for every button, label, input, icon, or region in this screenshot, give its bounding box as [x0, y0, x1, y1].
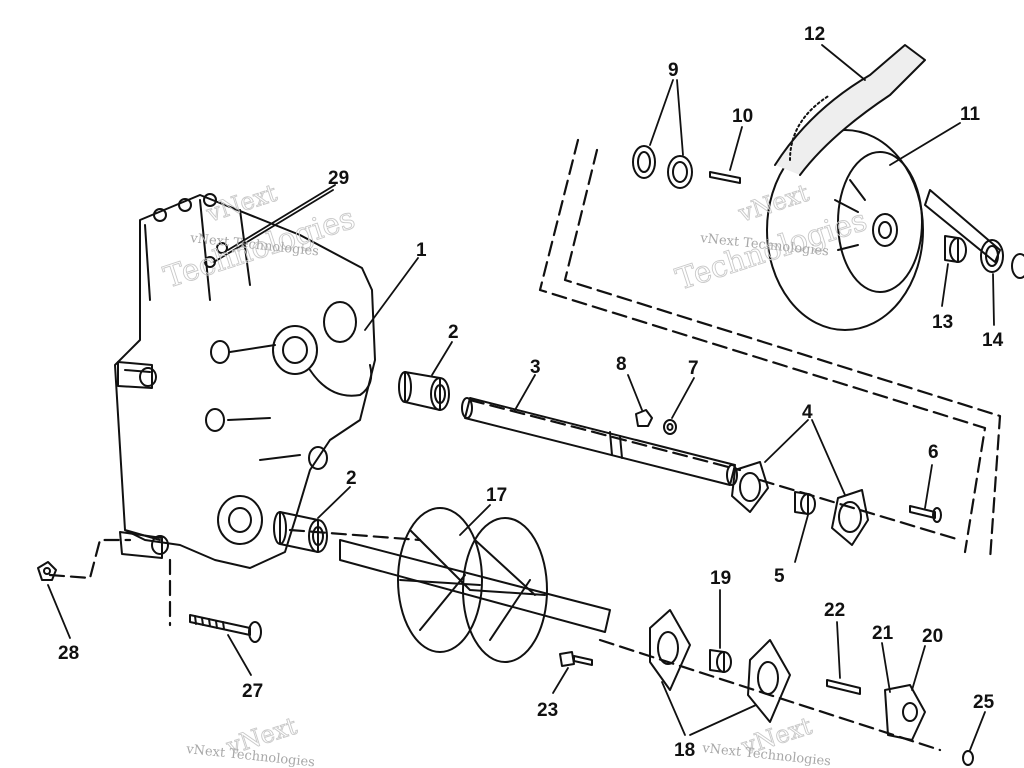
pin-part-22 — [826, 679, 861, 695]
callout-17: 17 — [486, 485, 507, 506]
flange-right-part-18 — [747, 639, 791, 723]
callout-labels: 1 2 2 3 4 5 6 7 8 9 10 11 12 13 14 17 18… — [58, 24, 1004, 761]
callout-25: 25 — [973, 692, 995, 713]
callout-3: 3 — [530, 357, 541, 378]
belt-part-12 — [774, 44, 1001, 263]
callout-20: 20 — [922, 626, 943, 647]
callout-12: 12 — [804, 24, 825, 45]
shaft-part-3 — [461, 397, 738, 486]
callout-14: 14 — [982, 330, 1004, 351]
washer-part-25 — [962, 750, 974, 766]
gearbox-housing-part-1 — [114, 193, 376, 569]
spacer-part-13 — [944, 235, 967, 263]
callout-21: 21 — [872, 623, 894, 644]
bushing-part-5 — [794, 491, 816, 515]
callout-4: 4 — [802, 402, 813, 423]
seal-extra-edge — [1011, 253, 1024, 279]
bearing-lower-part-2 — [273, 511, 328, 553]
leader-lines — [47, 44, 995, 751]
bolt-part-6 — [909, 505, 942, 523]
callout-13: 13 — [932, 312, 953, 333]
callout-6: 6 — [928, 442, 939, 463]
bearing-upper-part-2 — [398, 371, 450, 411]
callout-10: 10 — [732, 106, 753, 127]
callout-5: 5 — [774, 566, 785, 587]
callout-2-upper: 2 — [448, 322, 459, 343]
watermark-lower-right: vNext vNext Technologies — [701, 711, 832, 768]
watermark-lower-left: vNext vNext Technologies — [185, 711, 316, 768]
flange-left-part-4 — [731, 461, 769, 513]
callout-28: 28 — [58, 643, 79, 664]
callout-2-lower: 2 — [346, 468, 357, 489]
callout-29: 29 — [328, 168, 349, 189]
flange-left-part-18 — [649, 609, 691, 691]
impeller-part-17 — [339, 507, 611, 663]
callout-27: 27 — [242, 681, 263, 702]
callout-9: 9 — [668, 60, 679, 81]
callout-19: 19 — [710, 568, 731, 589]
cap-part-20 — [884, 684, 926, 741]
callout-23: 23 — [537, 700, 558, 721]
nut-part-8 — [635, 409, 653, 427]
bolt-part-23 — [559, 651, 593, 667]
seal-left-part-9 — [632, 145, 656, 179]
callout-11: 11 — [960, 104, 981, 125]
assembly-guide-lines — [48, 138, 1002, 752]
watermark-upper-left: vNext Technologies vNext Technologies — [159, 178, 360, 296]
pulley-part-11 — [766, 129, 924, 331]
bolt-part-27 — [189, 614, 262, 643]
flange-right-part-4 — [831, 489, 869, 546]
callout-1: 1 — [416, 240, 427, 261]
washer-part-7 — [663, 419, 677, 435]
callout-8: 8 — [616, 354, 627, 375]
seal-part-14 — [980, 239, 1004, 273]
bushing-part-19 — [709, 649, 732, 673]
callout-22: 22 — [824, 600, 845, 621]
nut-part-28 — [37, 561, 57, 581]
key-part-10 — [709, 171, 741, 184]
svg-text:vNext: vNext — [734, 179, 812, 228]
callout-7: 7 — [688, 358, 699, 379]
callout-18: 18 — [674, 740, 695, 761]
seal-right-part-9 — [667, 155, 693, 189]
